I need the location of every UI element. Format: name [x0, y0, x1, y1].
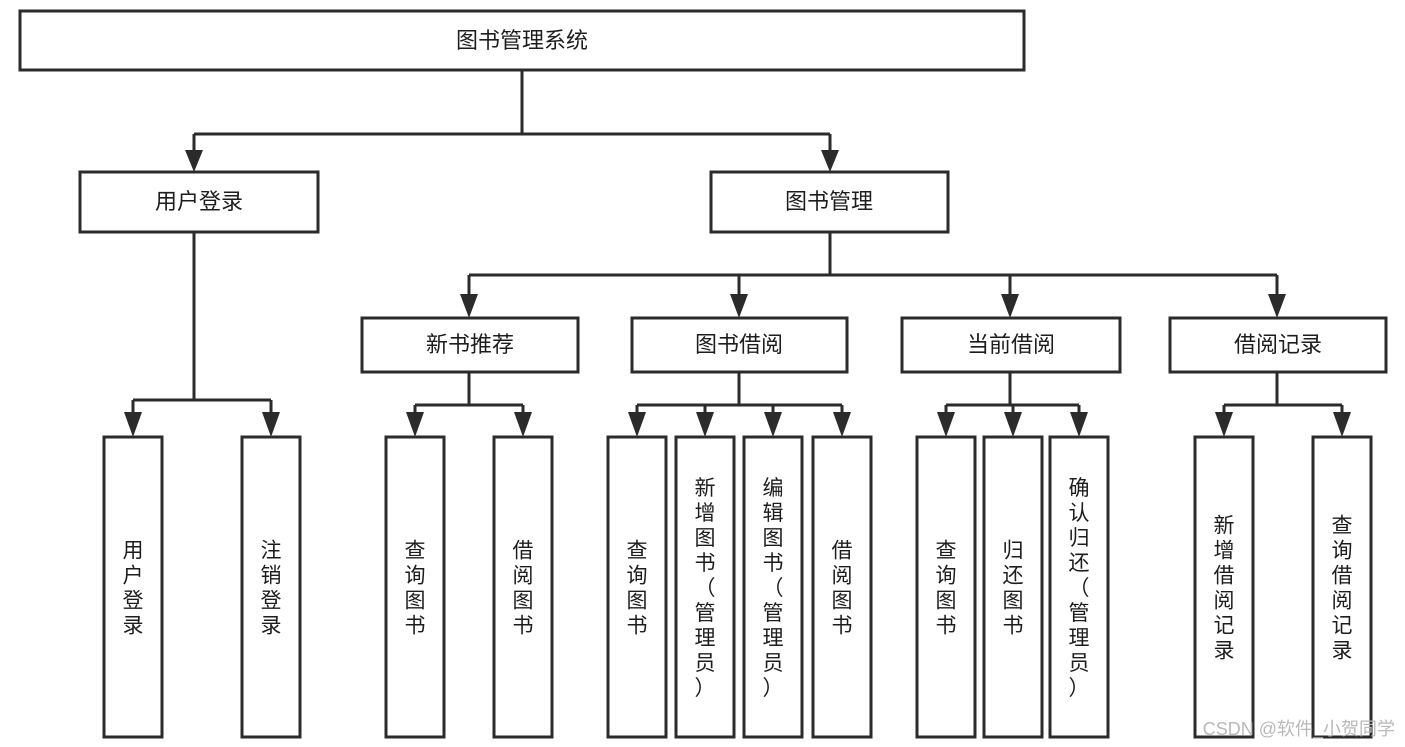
leaf-nbr-query-book-box[interactable] [384, 435, 446, 739]
leaf-bb-query-book-label: 查询图书 [627, 540, 648, 638]
leaf-nbr-query-book-label: 查询图书 [405, 540, 426, 638]
arrowhead-br-leaf2 [1333, 412, 1351, 437]
arrowhead-user-login [185, 150, 203, 172]
arrowhead-bb-leaf3 [764, 412, 782, 437]
arrowhead-nbr-leaf2 [514, 412, 532, 437]
arrowhead-cb-leaf3 [1070, 412, 1088, 437]
arrowhead-bb-leaf4 [833, 412, 851, 437]
node-book-management-box[interactable] [709, 170, 950, 234]
leaf-bb-borrow-book-label: 借阅图书 [832, 540, 853, 638]
leaf-cb-confirm-return-admin[interactable]: 确认归还（管理员） [1048, 435, 1110, 739]
leaf-bb-borrow-book-box[interactable] [811, 435, 873, 739]
leaf-br-query-record-label: 查询借阅记录 [1332, 515, 1353, 663]
connector-layer [124, 70, 1351, 437]
leaf-logout-box[interactable] [240, 435, 302, 739]
leaf-bb-edit-book-admin-label: 编辑图书（管理员） [763, 477, 784, 700]
node-borrow-record-label: 借阅记录 [1234, 332, 1322, 357]
leaf-br-add-record-box[interactable] [1193, 435, 1255, 739]
arrowhead-leaf-user-login [124, 412, 142, 437]
leaf-br-add-record[interactable]: 新增借阅记录 [1193, 435, 1255, 739]
leaf-br-query-record-box[interactable] [1311, 435, 1373, 739]
node-user-login-box[interactable] [78, 170, 320, 234]
node-book-borrow-label: 图书借阅 [695, 332, 783, 357]
node-user-login-label: 用户登录 [155, 189, 243, 214]
node-root-box[interactable] [18, 9, 1026, 72]
arrowhead-new-book-rec [460, 294, 478, 318]
arrowhead-cb-leaf2 [1004, 412, 1022, 437]
node-new-book-recommend-label: 新书推荐 [426, 332, 514, 357]
leaf-bb-query-book[interactable]: 查询图书 [606, 435, 668, 739]
leaf-cb-query-book-box[interactable] [915, 435, 977, 739]
node-new-book-recommend-box[interactable] [360, 316, 580, 374]
leaf-bb-edit-book-admin[interactable]: 编辑图书（管理员） [742, 435, 804, 739]
arrowhead-leaf-logout [262, 412, 280, 437]
leaf-bb-edit-book-admin-box[interactable] [742, 435, 804, 739]
leaf-cb-query-book[interactable]: 查询图书 [915, 435, 977, 739]
leaf-cb-return-book-label: 归还图书 [1003, 540, 1024, 638]
node-new-book-recommend[interactable]: 新书推荐 [360, 316, 580, 374]
arrowhead-br-leaf1 [1215, 412, 1233, 437]
leaf-nbr-borrow-book-label: 借阅图书 [513, 540, 534, 638]
arrowhead-book-borrow [730, 294, 748, 318]
leaf-cb-return-book-box[interactable] [982, 435, 1044, 739]
leaf-cb-return-book[interactable]: 归还图书 [982, 435, 1044, 739]
arrowhead-bb-leaf1 [628, 412, 646, 437]
node-book-borrow[interactable]: 图书借阅 [630, 316, 849, 374]
leaf-logout[interactable]: 注销登录 [240, 435, 302, 739]
arrowhead-current-borrow [1001, 294, 1019, 318]
node-book-management-label: 图书管理 [785, 189, 873, 214]
leaf-bb-borrow-book[interactable]: 借阅图书 [811, 435, 873, 739]
leaf-user-login-label: 用户登录 [123, 540, 144, 638]
leaf-bb-query-book-box[interactable] [606, 435, 668, 739]
leaf-bb-add-book-admin-box[interactable] [674, 435, 736, 739]
node-book-borrow-box[interactable] [630, 316, 849, 374]
leaf-bb-add-book-admin-label: 新增图书（管理员） [695, 477, 716, 700]
arrowhead-nbr-leaf1 [406, 412, 424, 437]
node-root[interactable]: 图书管理系统 [18, 9, 1026, 72]
node-current-borrow-label: 当前借阅 [967, 332, 1055, 357]
node-current-borrow-box[interactable] [900, 316, 1122, 374]
leaf-logout-label: 注销登录 [261, 540, 282, 638]
leaf-bb-add-book-admin[interactable]: 新增图书（管理员） [674, 435, 736, 739]
node-root-label: 图书管理系统 [456, 28, 588, 53]
leaf-br-query-record[interactable]: 查询借阅记录 [1311, 435, 1373, 739]
leaf-cb-confirm-return-admin-box[interactable] [1048, 435, 1110, 739]
node-user-login[interactable]: 用户登录 [78, 170, 320, 234]
node-borrow-record-box[interactable] [1168, 316, 1388, 374]
node-borrow-record[interactable]: 借阅记录 [1168, 316, 1388, 374]
arrowhead-cb-leaf1 [937, 412, 955, 437]
arrowhead-borrow-record [1268, 294, 1286, 318]
node-book-management[interactable]: 图书管理 [709, 170, 950, 234]
leaf-nbr-borrow-book[interactable]: 借阅图书 [492, 435, 554, 739]
arrowhead-book-mgmt [821, 150, 839, 172]
leaf-user-login[interactable]: 用户登录 [102, 435, 164, 739]
leaf-cb-confirm-return-admin-label: 确认归还（管理员） [1069, 477, 1090, 700]
leaf-nbr-borrow-book-box[interactable] [492, 435, 554, 739]
leaf-nbr-query-book[interactable]: 查询图书 [384, 435, 446, 739]
arrowhead-bb-leaf2 [696, 412, 714, 437]
leaf-cb-query-book-label: 查询图书 [936, 540, 957, 638]
leaf-user-login-box[interactable] [102, 435, 164, 739]
node-current-borrow[interactable]: 当前借阅 [900, 316, 1122, 374]
leaf-br-add-record-label: 新增借阅记录 [1214, 515, 1235, 663]
